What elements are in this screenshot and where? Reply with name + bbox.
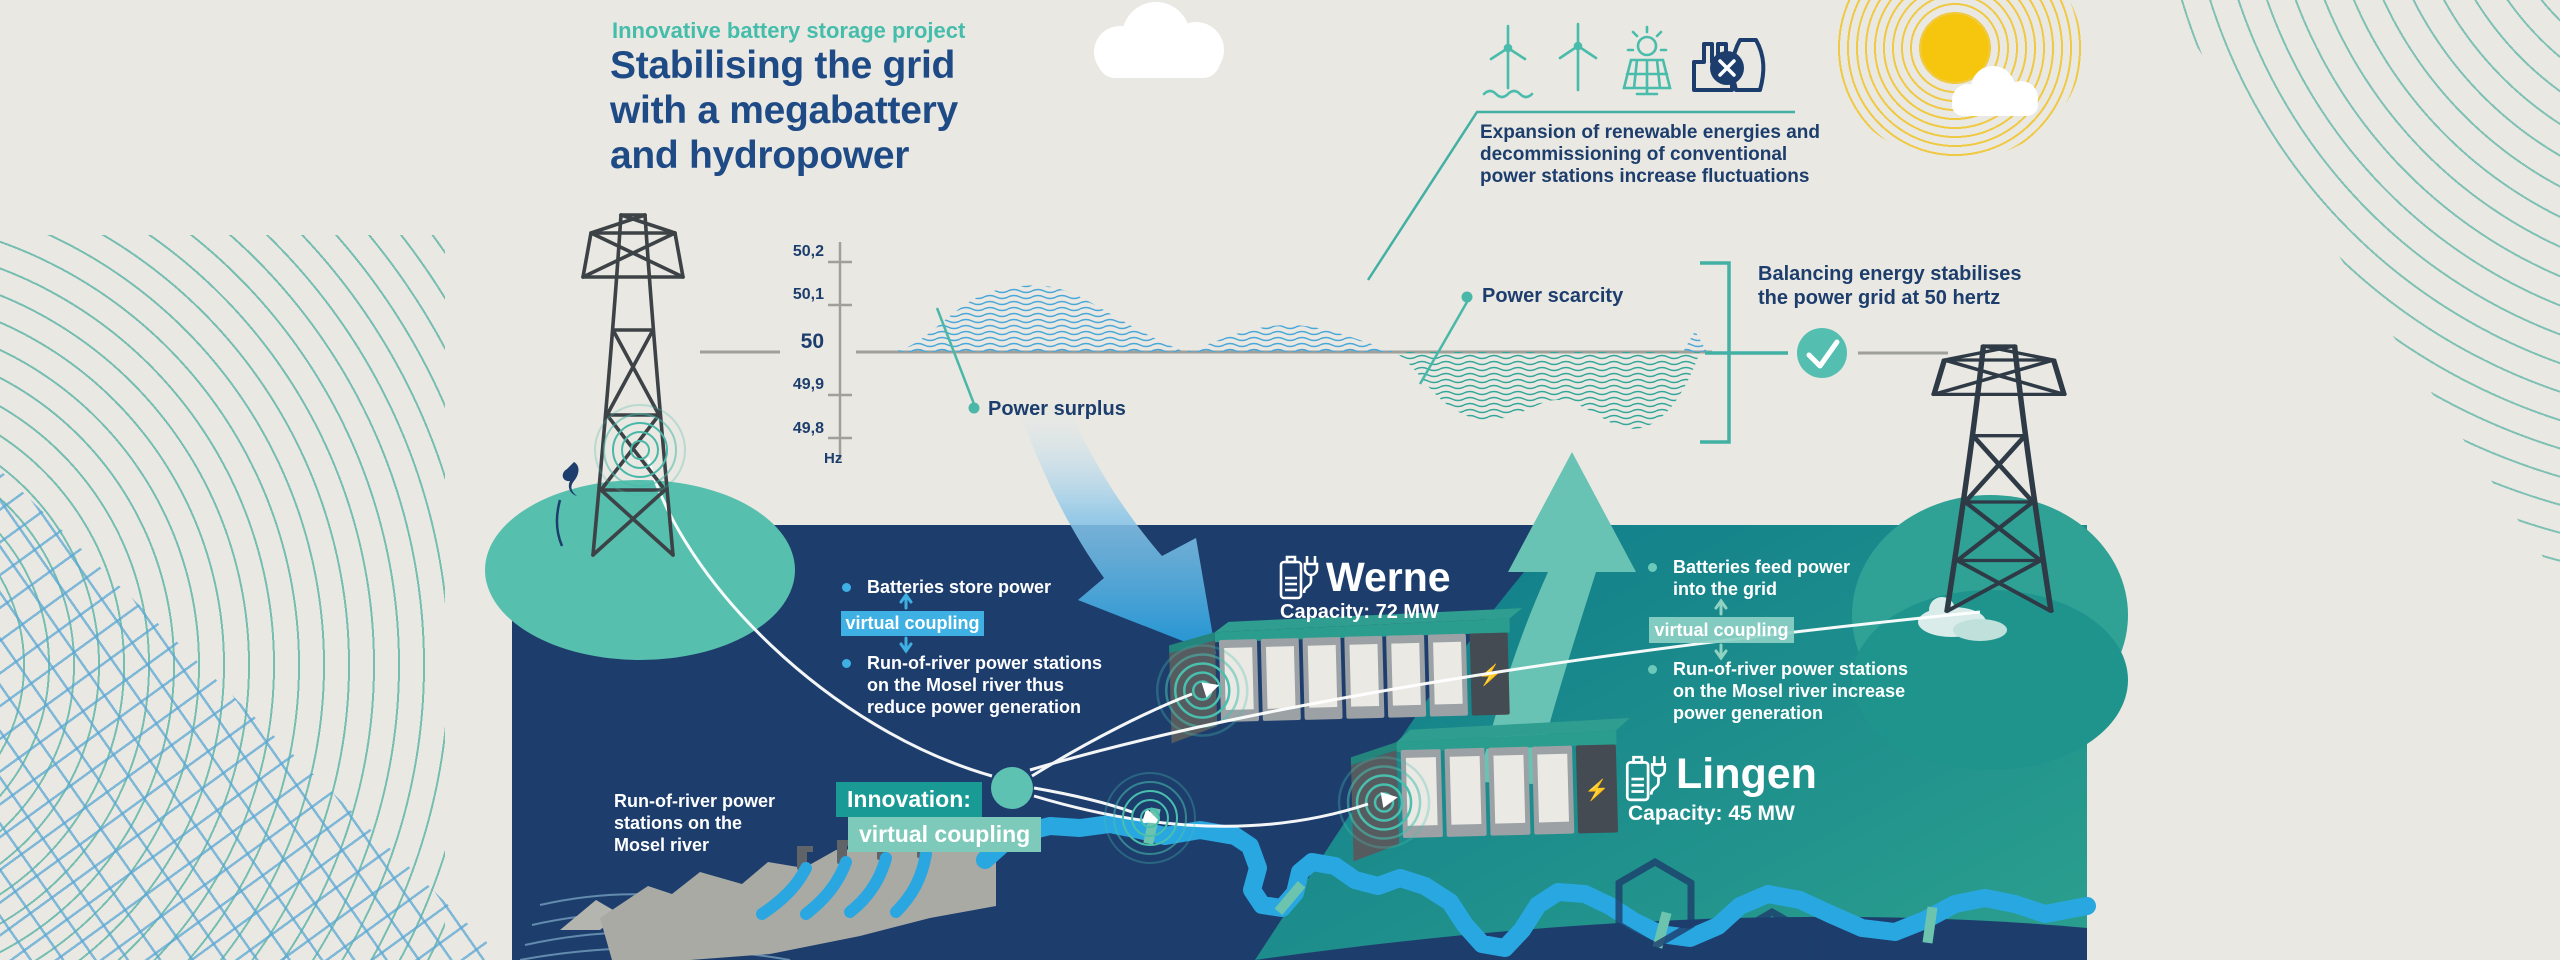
- offshore-wind-turbine-icon: [1482, 24, 1534, 99]
- hexagon-pattern: [1615, 857, 1814, 960]
- power-surplus-label: Power surplus: [988, 398, 1126, 420]
- feed-bullet-2: Run-of-river power stations on the Mosel…: [1648, 658, 1908, 724]
- onshore-wind-turbine-icon: [1558, 22, 1598, 92]
- axis-tick-49-9: 49,9: [792, 376, 824, 393]
- innovation-badge-line2: virtual coupling: [848, 817, 1042, 852]
- sun-icon: [1921, 14, 1989, 82]
- lingen-battery-containers: ⚡: [1336, 718, 1630, 862]
- innovation-hub-node: [991, 767, 1033, 809]
- werne-battery-containers: ⚡: [1154, 608, 1523, 744]
- page-title: Stabilising the grid with a megabattery …: [610, 44, 958, 177]
- renewable-icons: [1482, 22, 1672, 99]
- innovation-badge-line1: Innovation:: [836, 782, 982, 817]
- werne-site-name: Werne: [1326, 554, 1451, 600]
- hydro-note: Run-of-river power stations on the Mosel…: [614, 791, 776, 855]
- left-island: [485, 480, 795, 660]
- axis-tick-49-8: 49,8: [792, 420, 824, 437]
- battery-plug-icon: [1279, 555, 1319, 600]
- river-station-rings: [1104, 772, 1196, 864]
- right-arc-pattern: [2165, 0, 2560, 582]
- check-icon: [1797, 328, 1847, 378]
- feed-bullet-1: Batteries feed power into the grid: [1648, 556, 1850, 600]
- river-power-stations: [1143, 807, 1938, 949]
- axis-unit-label: Hz: [824, 450, 843, 467]
- renewables-caption: Expansion of renewable energies and deco…: [1480, 122, 1820, 187]
- mosel-river: [976, 815, 2096, 957]
- power-station-icon: [1692, 38, 1766, 92]
- battery-plug-icon: [1625, 755, 1667, 802]
- left-hatch-pattern: [0, 470, 505, 960]
- lingen-capacity: Capacity: 45 MW: [1628, 802, 1795, 825]
- right-pylon: [1934, 346, 2064, 611]
- bullet-dot: [842, 659, 851, 668]
- eyebrow-label: Innovative battery storage project: [612, 18, 966, 43]
- bullet-dot: [1648, 563, 1657, 572]
- feed-power-arrow: [1478, 452, 1636, 784]
- store-power-arrow: [1016, 402, 1216, 654]
- pool-ripples: [519, 893, 791, 960]
- right-island: [1852, 495, 2128, 770]
- axis-tick-50-1: 50,1: [792, 286, 824, 303]
- scarcity-wave: [1395, 352, 1700, 429]
- bullet-dot: [842, 583, 851, 592]
- svg-text:⚡: ⚡: [1584, 778, 1610, 803]
- sun-swirl-pattern: [1832, 0, 2082, 160]
- store-bullet-1: Batteries store power: [842, 576, 1051, 598]
- balancing-note: Balancing energy stabilises the power gr…: [1758, 263, 2022, 309]
- solar-panel-icon: [1622, 25, 1672, 96]
- bullet-dot: [1648, 665, 1657, 674]
- virtual-coupling-badge-left: virtual coupling: [841, 611, 984, 636]
- left-pylon: [555, 213, 686, 557]
- axis-tick-50-2: 50,2: [792, 243, 824, 260]
- left-arc-pattern: [0, 235, 445, 960]
- link-arrowheads: [1141, 682, 1398, 824]
- store-bullet-2: Run-of-river power stations on the Mosel…: [842, 652, 1102, 718]
- surplus-wave-2: [1185, 324, 1395, 352]
- virtual-coupling-badge-right: virtual coupling: [1649, 617, 1794, 643]
- svg-text:⚡: ⚡: [1477, 663, 1503, 688]
- werne-capacity: Capacity: 72 MW: [1280, 601, 1439, 623]
- cloud-icons: [1094, 2, 2038, 116]
- axis-tick-50: 50: [800, 330, 824, 353]
- surplus-wave-1: [890, 285, 1185, 352]
- lingen-site-name: Lingen: [1676, 750, 1817, 798]
- power-scarcity-label: Power scarcity: [1482, 285, 1624, 307]
